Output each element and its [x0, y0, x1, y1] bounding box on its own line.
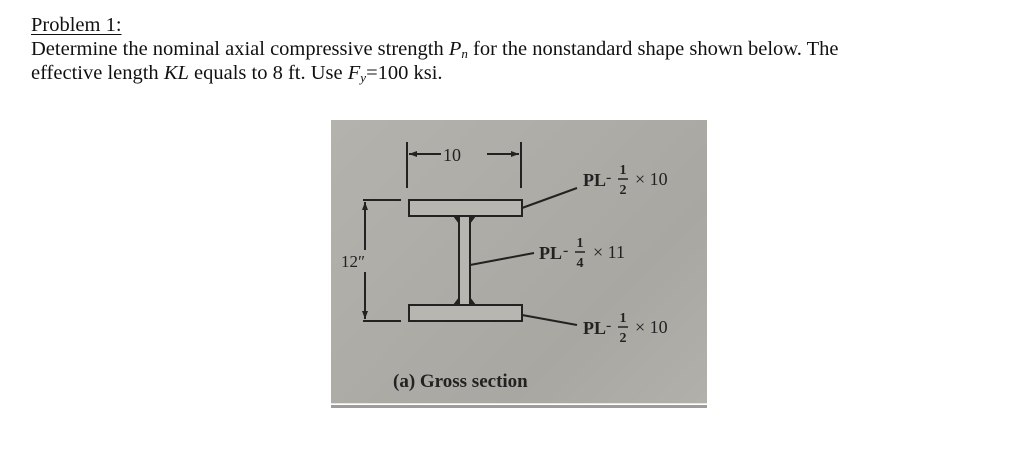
- text: effective length: [31, 62, 164, 84]
- plate-symbol: PL: [539, 243, 562, 263]
- symbol-p: P: [448, 38, 462, 60]
- dash: -: [563, 242, 568, 259]
- dash: -: [606, 317, 611, 334]
- plate-dimension: × 10: [635, 317, 668, 337]
- plate-symbol: PL: [583, 318, 606, 338]
- plate-dimension: × 11: [593, 242, 625, 262]
- height-dimension: 12″: [341, 252, 365, 271]
- plate-symbol: PL: [583, 170, 606, 190]
- problem-heading: Problem 1:: [31, 14, 122, 36]
- problem-line-2: effective length KL equals to 8 ft. Use …: [31, 61, 1011, 85]
- text: =100 ksi.: [366, 62, 443, 84]
- problem-statement: Problem 1: Determine the nominal axial c…: [31, 13, 1011, 85]
- problem-line-1: Determine the nominal axial compressive …: [31, 37, 1011, 61]
- figure-caption: (a) Gross section: [393, 371, 528, 392]
- symbol-kl: KL: [163, 62, 189, 84]
- figure-photo: 10 12″ PL - 1 2 × 10 PL - 1 4 × 11 PL - …: [331, 120, 707, 404]
- fraction-numerator: 1: [577, 236, 584, 251]
- divider: [331, 405, 707, 408]
- divider: [331, 403, 707, 404]
- plate-dimension: × 10: [635, 169, 668, 189]
- fraction-denominator: 4: [577, 256, 584, 271]
- symbol-f: F: [347, 62, 361, 84]
- text: equals to 8 ft. Use: [188, 62, 348, 84]
- width-dimension: 10: [443, 145, 461, 165]
- fraction-denominator: 2: [620, 331, 627, 346]
- subscript-n: n: [461, 46, 468, 61]
- i-beam-diagram: 10 12″ PL - 1 2 × 10 PL - 1 4 × 11 PL - …: [341, 142, 668, 392]
- fraction-denominator: 2: [620, 183, 627, 198]
- dash: -: [606, 169, 611, 186]
- fraction-numerator: 1: [620, 163, 627, 178]
- text: Determine the nominal axial compressive …: [31, 38, 449, 60]
- fraction-numerator: 1: [620, 311, 627, 326]
- subscript-y: y: [360, 70, 367, 85]
- text: for the nonstandard shape shown below. T…: [467, 38, 839, 60]
